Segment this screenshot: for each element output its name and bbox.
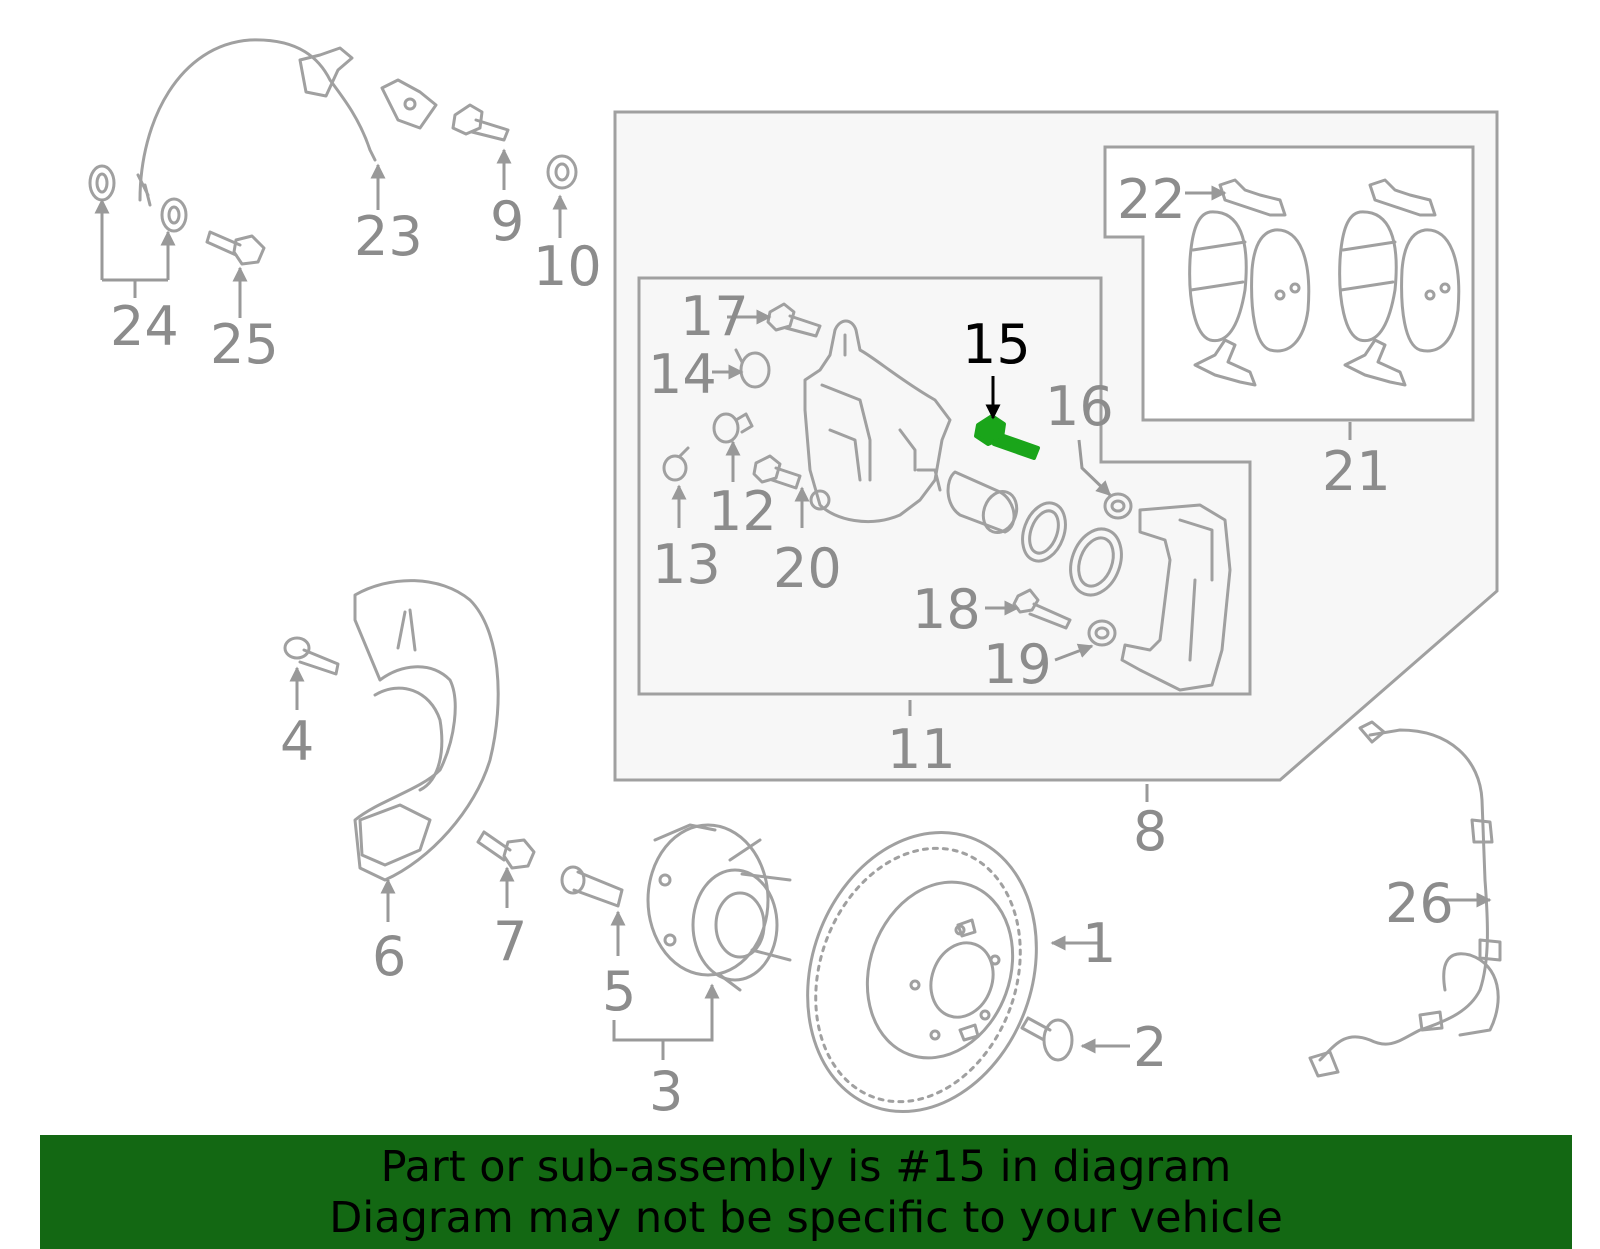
callout-18: 18 (912, 578, 981, 641)
part-brake-hose (136, 38, 438, 207)
callout-11: 11 (887, 718, 956, 781)
callout-19: 19 (983, 633, 1052, 696)
part-cap-13 (662, 446, 690, 482)
part-dust-boot (1069, 527, 1123, 597)
part-bolt-25 (205, 230, 266, 266)
callout-9: 9 (490, 190, 524, 253)
callout-2: 2 (1133, 1016, 1167, 1079)
callout-6: 6 (372, 925, 406, 988)
callout-13: 13 (652, 533, 721, 596)
callout-26: 26 (1385, 872, 1454, 935)
callout-15-highlighted: 15 (962, 313, 1031, 376)
callout-20: 20 (773, 537, 842, 600)
callout-22: 22 (1117, 168, 1186, 231)
part-caliper-bracket (1120, 503, 1232, 692)
info-banner: Part or sub-assembly is #15 in diagram D… (40, 1135, 1572, 1249)
part-piston-seal (1021, 501, 1067, 563)
callout-12: 12 (708, 480, 777, 543)
callout-4: 4 (280, 710, 314, 773)
banner-line-2: Diagram may not be specific to your vehi… (329, 1193, 1283, 1243)
part-hub-bearing (646, 823, 792, 992)
callout-3: 3 (649, 1060, 683, 1123)
part-brake-pads-set-2 (1338, 178, 1461, 387)
callout-16: 16 (1045, 375, 1114, 438)
part-washer-10 (546, 154, 578, 190)
part-bolt-4 (283, 636, 340, 676)
part-brake-pads-set-1 (1188, 178, 1311, 387)
callout-10: 10 (533, 235, 602, 298)
banner-line-1: Part or sub-assembly is #15 in diagram (380, 1142, 1232, 1192)
callout-5: 5 (602, 960, 636, 1023)
callout-17: 17 (680, 285, 749, 348)
callout-labels: 1 2 3 4 5 6 7 8 9 10 11 12 13 14 15 16 1… (110, 168, 1454, 1123)
part-caliper-piston (946, 470, 1019, 534)
callout-23: 23 (354, 205, 423, 268)
assembly-box-11 (637, 276, 1252, 696)
callout-1: 1 (1082, 912, 1116, 975)
callout-25: 25 (210, 313, 279, 376)
callout-14: 14 (648, 343, 717, 406)
part-rotor-screw (1020, 1016, 1074, 1062)
part-bolt-20 (752, 454, 802, 490)
callout-8: 8 (1133, 800, 1167, 863)
part-caliper-housing (803, 319, 952, 523)
part-nut-16 (1103, 492, 1133, 520)
part-abs-sensor (1308, 720, 1502, 1078)
part-nut-19 (1087, 619, 1117, 647)
diagram-canvas: 1 2 3 4 5 6 7 8 9 10 11 12 13 14 15 16 1… (88, 38, 1502, 1123)
callout-24: 24 (110, 295, 179, 358)
part-bolt-9 (451, 103, 510, 142)
callout-7: 7 (493, 910, 527, 973)
leader-lines (94, 148, 1492, 1060)
part-dust-shield (353, 579, 500, 882)
part-bolt-7 (476, 830, 536, 870)
callout-21: 21 (1322, 440, 1391, 503)
part-wheel-stud (560, 865, 624, 908)
part-brake-rotor (806, 830, 1038, 1114)
